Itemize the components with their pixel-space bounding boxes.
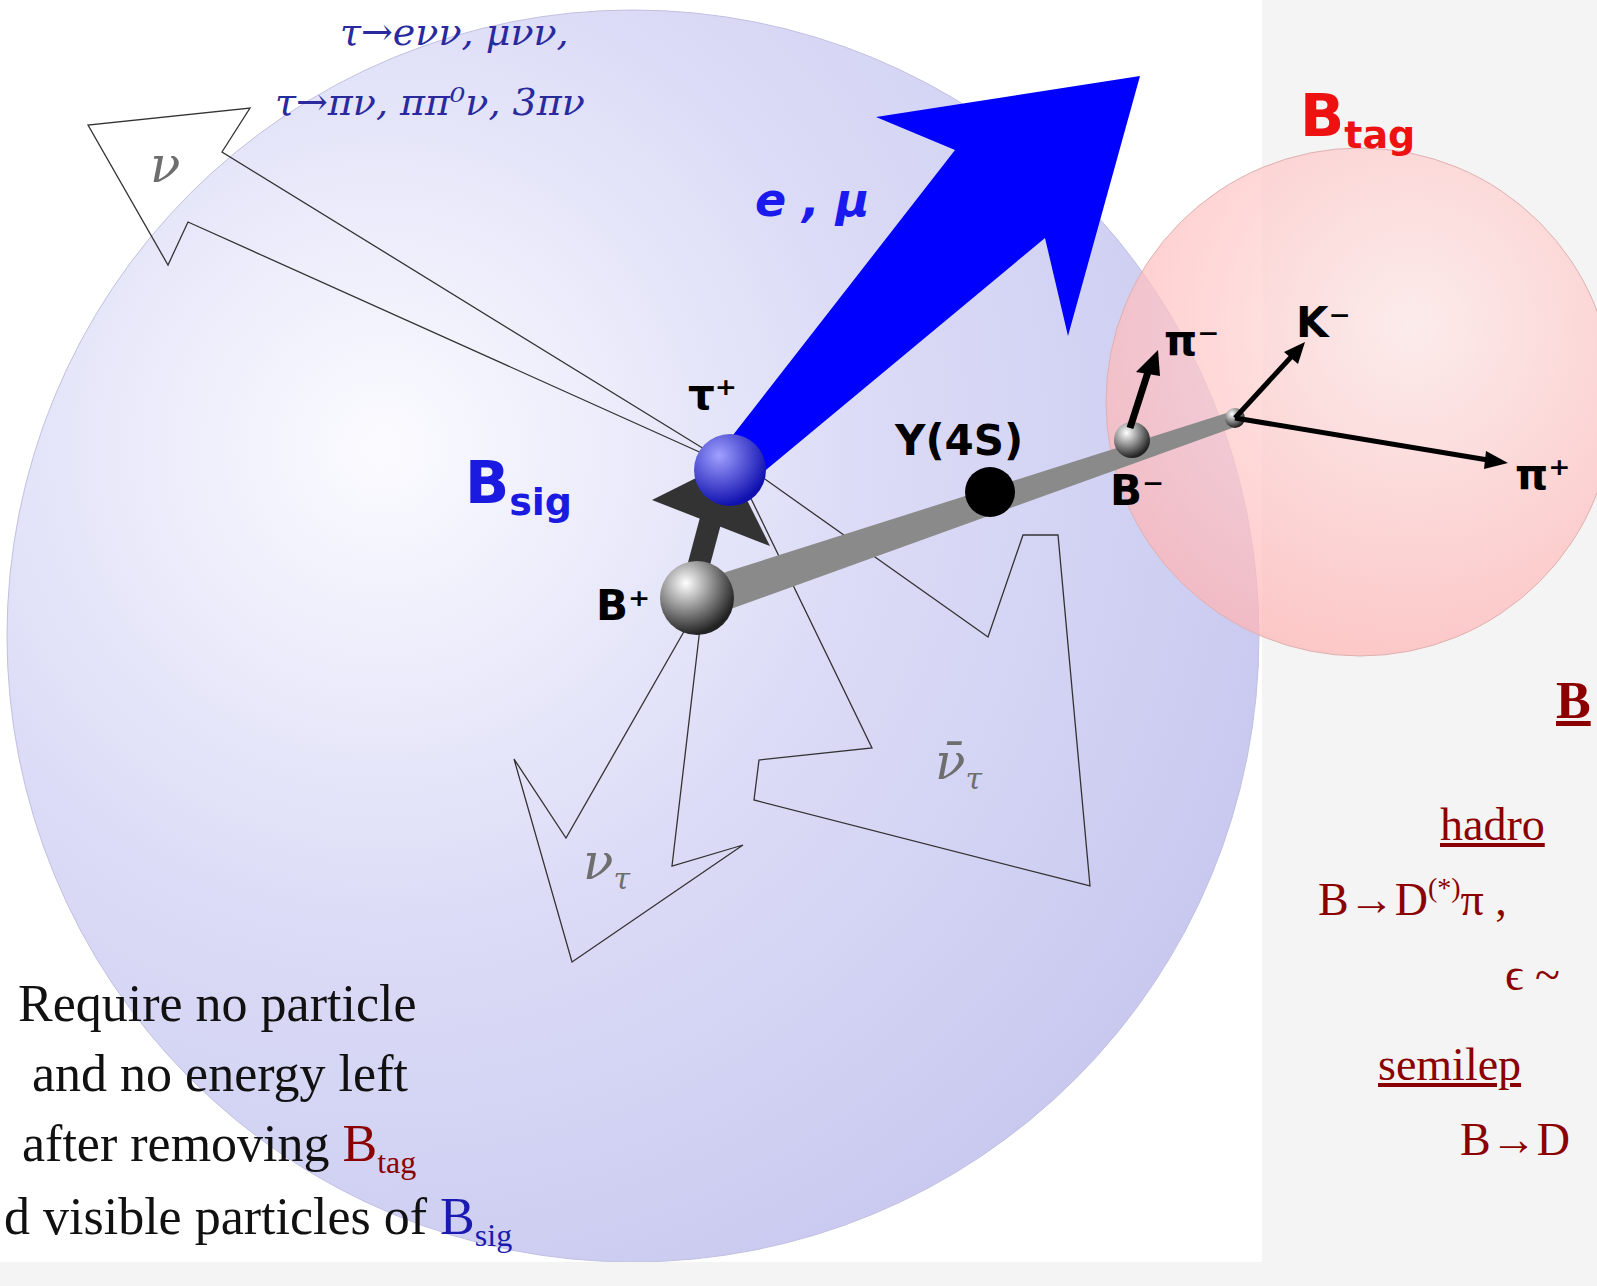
panel-text: semilep: [1378, 1040, 1521, 1091]
particle-label: τ⁺: [688, 372, 737, 418]
label-text: τ→πν, ππ⁰ν, 3πν: [275, 82, 585, 124]
label-text: ν: [583, 835, 613, 890]
label-text: B⁺: [596, 583, 650, 629]
label-text: B→D: [1318, 875, 1428, 926]
side-panel: [1262, 657, 1597, 1286]
note-line: and no energy left: [32, 1045, 408, 1102]
panel-heading: B: [1556, 672, 1591, 729]
note-line: d visible particles ofBsig: [4, 1188, 512, 1245]
panel-text: B→D: [1460, 1115, 1570, 1166]
tag-region: Btag: [1105, 147, 1597, 657]
lepton-arrow: [712, 76, 1140, 485]
label-text: τ⁺: [688, 372, 737, 418]
pi-plus-head: [1484, 451, 1508, 469]
label-text: tag: [377, 1145, 416, 1180]
particle-label: π⁺: [1515, 452, 1570, 498]
particle-symbol: B: [1300, 85, 1344, 149]
label-text: K⁻: [1296, 300, 1351, 346]
particle-label: B⁻: [1110, 468, 1164, 514]
subscript: sig: [509, 482, 572, 524]
tau-decay-modes: τ→eνν, μνν,: [340, 12, 569, 54]
signal-sphere: [7, 10, 1259, 1262]
label-text: after removing: [22, 1115, 330, 1172]
neutrino-label: ν: [150, 138, 180, 193]
label-text: Require no particle: [18, 975, 417, 1032]
particle-label: K⁻: [1296, 300, 1351, 346]
tag-region-shape: [1105, 147, 1597, 657]
tag-sphere: [1106, 148, 1597, 656]
label-text: and no energy left: [32, 1045, 408, 1102]
particle-label: B⁺: [596, 583, 650, 629]
label-text: sig: [475, 1218, 512, 1253]
particle-label: Y(4S): [895, 418, 1023, 464]
label-text: B→D: [1460, 1115, 1570, 1166]
label-text: d visible particles of: [4, 1188, 427, 1245]
tau-ball: [694, 434, 766, 506]
upsilon-ball: [965, 467, 1015, 517]
label-text: B: [343, 1115, 378, 1172]
label-text: τ→eνν, μνν,: [340, 12, 569, 54]
note-line: Require no particle: [18, 975, 417, 1032]
label-text: (*): [1428, 873, 1461, 904]
label-text: ν̄: [935, 735, 965, 790]
label-text: B: [1556, 672, 1591, 729]
lepton-label: e , μ: [755, 175, 870, 226]
label-text: π ,: [1461, 875, 1507, 926]
pi-minus-head: [1136, 350, 1160, 376]
label-text: π⁻: [1164, 318, 1219, 364]
label-text: hadro: [1440, 800, 1545, 851]
b-plus-ball: [660, 561, 734, 635]
label-text: ν: [150, 138, 180, 193]
neutrino-label: ντ: [583, 835, 630, 890]
region-label: Bsig: [465, 452, 572, 516]
label-text: B⁻: [1110, 468, 1164, 514]
particle-symbol: B: [465, 452, 509, 516]
k-minus-track: [1235, 356, 1292, 418]
panel-text: ϵ ~: [1505, 950, 1560, 1001]
pi-minus-track: [1130, 372, 1148, 428]
subscript: tag: [1344, 115, 1415, 157]
label-text: ϵ ~: [1505, 950, 1560, 1001]
label-text: τ: [965, 762, 982, 795]
note-line: after removingBtag: [22, 1115, 416, 1172]
nu-tau-arrow: [514, 628, 743, 962]
particle-label: π⁻: [1164, 318, 1219, 364]
label-text: π⁺: [1515, 452, 1570, 498]
label-text: τ: [613, 862, 630, 895]
label-text: semilep: [1378, 1040, 1521, 1091]
label-text: Y(4S): [895, 418, 1023, 464]
tau-decay-modes: τ→πν, ππ⁰ν, 3πν: [275, 82, 585, 124]
label-text: B: [440, 1188, 475, 1245]
pi-plus-track: [1235, 418, 1488, 460]
label-text: e , μ: [755, 175, 870, 226]
neutrino-arrow: [88, 108, 735, 468]
region-label: Btag: [1300, 85, 1415, 149]
panel-text: hadro: [1440, 800, 1545, 851]
panel-text: B→D(*)π ,: [1318, 875, 1507, 926]
neutrino-label: ν̄τ: [935, 735, 982, 790]
